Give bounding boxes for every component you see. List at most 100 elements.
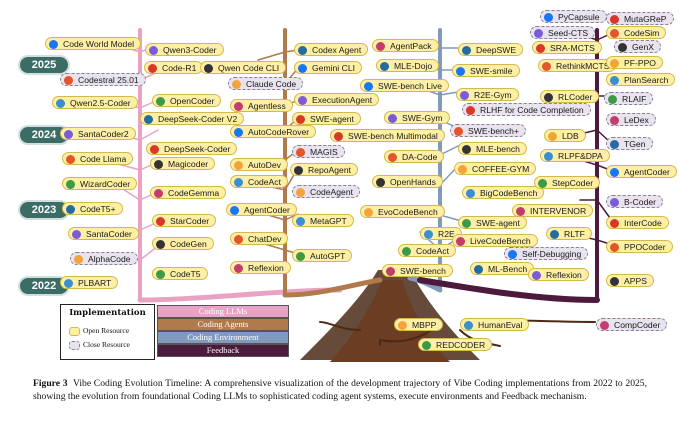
node-codet5: CodeT5+ bbox=[62, 202, 123, 215]
node-chatdev: ChatDev bbox=[230, 232, 289, 245]
node-label: AgentCoder bbox=[244, 205, 290, 215]
sramcts-logo-icon bbox=[536, 44, 545, 53]
node-agentless: Agentless bbox=[230, 99, 293, 112]
node-label: Reflexion bbox=[546, 270, 582, 280]
node-agentpack: AgentPack bbox=[372, 39, 439, 52]
node-rlcoder: RLCoder bbox=[540, 90, 600, 103]
legend-band-coding-environment: Coding Environment bbox=[157, 331, 289, 344]
node-label: RLTF bbox=[564, 229, 585, 239]
node-bigcodebench: BigCodeBench bbox=[462, 186, 545, 199]
node-label: AgentCoder bbox=[624, 167, 670, 177]
node-label: OpenCoder bbox=[170, 96, 215, 106]
legend-open-swatch bbox=[69, 326, 80, 336]
node-label: DeepSeek-Coder V2 bbox=[158, 114, 238, 124]
node-label: SantaCoder2 bbox=[78, 129, 129, 139]
node-swe-bench-live: SWE-bench Live bbox=[360, 79, 450, 92]
node-label: LiveCodeBench bbox=[470, 236, 531, 246]
node-label: Codestral 25.01 bbox=[78, 75, 139, 85]
node-label: Qwen Code CLI bbox=[218, 63, 280, 73]
redcoder-logo-icon bbox=[422, 341, 431, 350]
year-badge-2024: 2024 bbox=[20, 127, 68, 143]
rover-logo-icon bbox=[234, 128, 243, 137]
r2egym-logo-icon bbox=[460, 91, 469, 100]
swebench-logo-icon bbox=[334, 132, 343, 141]
openai-logo-icon bbox=[464, 321, 473, 330]
mlbench-logo-icon bbox=[474, 265, 483, 274]
codeagent-logo-icon bbox=[296, 188, 305, 197]
node-stepcoder: StepCoder bbox=[534, 176, 601, 189]
node-claude-code: Claude Code bbox=[228, 77, 304, 90]
node-evocodebench: EvoCodeBench bbox=[360, 205, 445, 218]
node-label: Agentless bbox=[248, 101, 286, 111]
node-r2e-gym: R2E-Gym bbox=[456, 88, 519, 101]
node-magis: MAGIS bbox=[292, 145, 345, 158]
legend-box: Implementation Open Resource Close Resou… bbox=[60, 304, 155, 360]
legend-band-coding-llms: Coding LLMs bbox=[157, 305, 289, 318]
chatdev-logo-icon bbox=[234, 235, 243, 244]
node-rethinkmcts: RethinkMCTS bbox=[538, 59, 617, 72]
node-label: INTERVENOR bbox=[530, 206, 587, 216]
node-label: CodeGen bbox=[170, 239, 207, 249]
node-label: StarCoder bbox=[170, 216, 210, 226]
node-swe-bench: SWE-bench bbox=[382, 264, 453, 277]
node-label: Qwen3-Coder bbox=[163, 45, 217, 55]
node-label: Claude Code bbox=[246, 79, 297, 89]
node-mbpp: MBPP bbox=[394, 318, 444, 331]
node-label: Code-R1 bbox=[162, 63, 197, 73]
node-rltf: RLTF bbox=[546, 227, 592, 240]
rlpf-logo-icon bbox=[544, 152, 553, 161]
ledex-logo-icon bbox=[610, 116, 619, 125]
node-label: DeepSeek-Coder bbox=[164, 144, 231, 154]
node-label: HumanEval bbox=[478, 320, 523, 330]
node-label: CodeT5 bbox=[170, 269, 201, 279]
node-ml-bench: ML-Bench bbox=[470, 262, 535, 275]
node-label: MLE-bench bbox=[476, 144, 520, 154]
ppocoder-logo-icon bbox=[610, 243, 619, 252]
legend-closed-label: Close Resource bbox=[83, 340, 130, 349]
node-label: PyCapsule bbox=[558, 12, 600, 22]
node-label: AutoGPT bbox=[310, 251, 346, 261]
node-label: Gemini CLI bbox=[312, 63, 355, 73]
node-code-world-model: Code World Model bbox=[45, 37, 142, 50]
mledojo-logo-icon bbox=[380, 62, 389, 71]
salesforce-logo-icon bbox=[156, 240, 165, 249]
openai-logo-icon bbox=[462, 145, 471, 154]
swegym-logo-icon bbox=[388, 114, 397, 123]
node-label: PPOCoder bbox=[624, 242, 666, 252]
opencoder-logo-icon bbox=[156, 97, 165, 106]
mutagrep-logo-icon bbox=[610, 15, 619, 24]
node-label: MLE-Dojo bbox=[394, 61, 433, 71]
legend-closed-row: Close Resource bbox=[69, 340, 153, 350]
metagpt-logo-icon bbox=[296, 217, 305, 226]
node-label: ChatDev bbox=[248, 234, 282, 244]
qwen-logo-icon bbox=[56, 99, 65, 108]
node-pf-ppo: PF-PPO bbox=[606, 56, 663, 69]
node-label: DA-Code bbox=[402, 152, 438, 162]
node-label: WizardCoder bbox=[80, 179, 131, 189]
node-label: SWE-bench Multimodal bbox=[348, 131, 438, 141]
coffeegym-logo-icon bbox=[458, 165, 467, 174]
legend-closed-swatch bbox=[69, 340, 80, 350]
bcoder-logo-icon bbox=[610, 198, 619, 207]
genx-logo-icon bbox=[618, 43, 627, 52]
node-label: MetaGPT bbox=[310, 216, 347, 226]
node-label: BigCodeBench bbox=[480, 188, 538, 198]
node-label: ExecutionAgent bbox=[312, 95, 373, 105]
node-da-code: DA-Code bbox=[384, 150, 445, 163]
repoagent-logo-icon bbox=[294, 166, 303, 175]
meta-logo-icon bbox=[66, 155, 75, 164]
node-apps: APPS bbox=[606, 274, 654, 287]
node-ppocoder: PPOCoder bbox=[606, 240, 673, 253]
santacoder-logo-icon bbox=[72, 230, 81, 239]
year-badge-2023: 2023 bbox=[20, 202, 68, 218]
ldb-logo-icon bbox=[548, 132, 557, 141]
node-intercode: InterCode bbox=[606, 216, 669, 229]
sweagent-logo-icon bbox=[296, 115, 305, 124]
livecode-logo-icon bbox=[456, 237, 465, 246]
seed-logo-icon bbox=[534, 29, 543, 38]
node-label: PF-PPO bbox=[624, 58, 656, 68]
node-self-debugging: Self-Debugging bbox=[504, 247, 589, 260]
google-logo-icon bbox=[398, 321, 407, 330]
node-gemini-cli: Gemini CLI bbox=[294, 61, 362, 74]
